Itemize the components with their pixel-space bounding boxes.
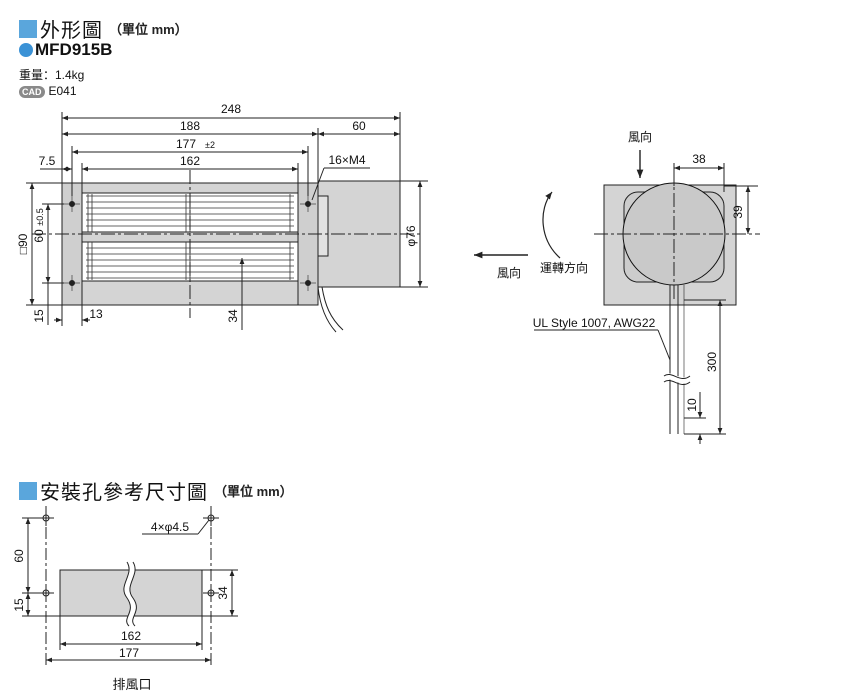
side-view-labels: 風向 風向 運轉方向 38 39 UL Style 1007, AWG22 30… [497,129,745,412]
dim-pitch-tol: ±2 [205,140,215,150]
cable [321,286,344,331]
dim-edge-offset: 7.5 [39,154,56,168]
dim-pitch: 177 [176,137,196,151]
mount-dim-34: 34 [216,586,230,600]
airflow-label-left: 風向 [497,265,521,280]
section-marker-icon [19,19,37,38]
mounting-unit: （單位 mm） [214,484,293,499]
dim-inner: 162 [180,154,200,168]
airflow-label-top: 風向 [628,129,652,144]
dim-center: 34 [226,309,240,323]
side-view [474,150,760,444]
dim-square: □90 [16,233,30,254]
mount-dim-60: 60 [12,549,26,563]
exhaust-label: 排風口 [112,677,151,692]
dim-diameter: φ76 [404,225,418,246]
mounting-diagram [22,506,238,668]
cad-badge-icon: CAD [19,86,45,98]
mount-dim-162: 162 [121,629,141,643]
dim-300: 300 [705,352,719,372]
dim-body: 188 [180,119,200,133]
dim-38: 38 [692,152,706,166]
front-view-labels: 248 188 60 177 ±2 162 7.5 16×M4 □90 60 ±… [16,102,418,323]
model-name: MFD915B [19,40,112,60]
dim-side: 13 [89,307,103,321]
section-title-mounting: 安裝孔參考尺寸圖 （單位 mm） [19,476,293,505]
dim-motor: 60 [352,119,366,133]
dim-height-tol: ±0.5 [35,208,45,225]
dim-overall: 248 [221,102,241,116]
rotation-arrow [542,191,561,259]
mount-dim-177: 177 [119,646,139,660]
dim-screws: 16×M4 [328,153,365,167]
mount-holes-label: 4×φ4.5 [151,520,189,534]
weight-label: 重量：1.4kg [19,68,85,82]
rotation-label: 運轉方向 [540,260,588,275]
model-label: MFD915B [35,40,113,59]
mounting-labels: 4×φ4.5 60 15 34 162 177 排風口 [12,520,230,692]
cad-code: E041 [48,84,77,98]
cable-spec: UL Style 1007, AWG22 [533,316,656,330]
mount-dim-15: 15 [12,598,26,612]
mounting-title: 安裝孔參考尺寸圖 [40,482,208,504]
dim-height: 60 [32,229,46,243]
model-bullet-icon [19,43,33,57]
section-title-outline: 外形圖 （單位 mm） [19,14,188,43]
front-view [26,112,428,333]
dim-39: 39 [731,205,745,219]
dim-bottom: 15 [32,309,46,323]
outline-unit: （單位 mm） [109,22,188,37]
dim-10: 10 [685,398,699,412]
outline-title: 外形圖 [40,20,103,42]
section-marker-icon [19,481,37,500]
